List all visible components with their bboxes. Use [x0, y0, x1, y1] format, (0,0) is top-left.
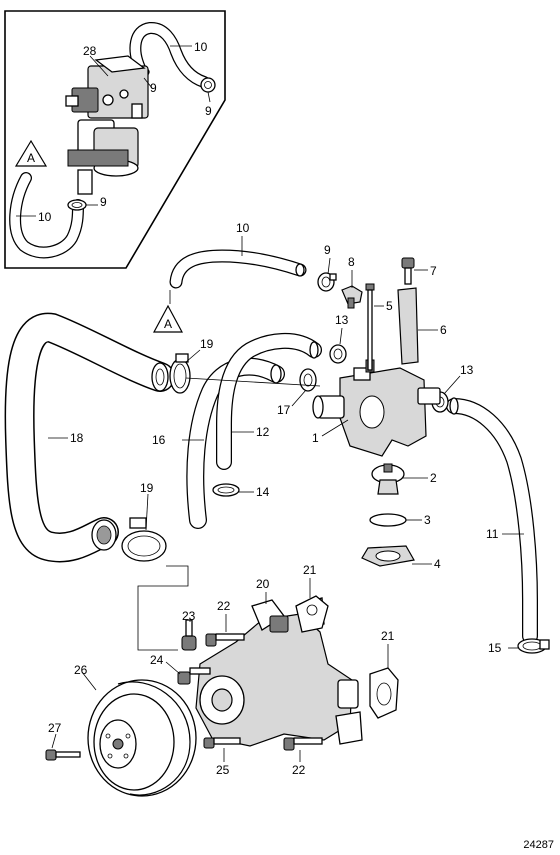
gasket-4 [361, 545, 415, 567]
callout-13-right: 13 [460, 363, 474, 377]
bolt-25 [203, 737, 241, 749]
bolt-27 [45, 749, 81, 761]
sensor-8 [341, 285, 363, 309]
callout-18: 18 [70, 431, 84, 445]
callout-20: 20 [256, 577, 270, 591]
callout-10: 10 [236, 221, 250, 235]
inset-frame [4, 10, 226, 269]
gasket-21-right [369, 667, 399, 719]
callout-26: 26 [74, 663, 88, 677]
callout-9-inset-top: 9 [150, 81, 157, 95]
callout-14: 14 [256, 485, 270, 499]
water-pump-20 [195, 597, 363, 747]
gasket-21-top [295, 595, 329, 633]
thermostat-2 [371, 463, 405, 495]
callout-21-right: 21 [381, 629, 395, 643]
callout-22-bottom: 22 [292, 763, 306, 777]
callout-24: 24 [150, 653, 164, 667]
callout-21-top: 21 [303, 563, 317, 577]
bolt-22-bottom [283, 737, 323, 751]
callout-10-inset-top: 10 [194, 40, 208, 54]
flag-label: A [164, 317, 172, 331]
clamp-19-top [169, 353, 191, 394]
inset-flag-triangle: A [14, 139, 48, 167]
callout-27: 27 [48, 721, 62, 735]
callout-6: 6 [440, 323, 447, 337]
callout-9-inset-bottom: 9 [100, 195, 107, 209]
callout-12: 12 [256, 425, 270, 439]
flag-triangle: A [152, 304, 184, 333]
callout-11: 11 [486, 527, 499, 541]
clamp-13-left [329, 344, 347, 364]
callout-8: 8 [348, 255, 355, 269]
callout-5: 5 [386, 299, 393, 313]
inset-clamp-bottom [67, 199, 87, 211]
bolt-7 [401, 257, 415, 285]
clamp-19-bottom [121, 517, 167, 562]
callout-22-top: 22 [217, 599, 231, 613]
callout-7: 7 [430, 264, 437, 278]
thermostat-housing-1 [312, 359, 441, 457]
plug-24 [177, 667, 211, 685]
callout-4: 4 [434, 557, 441, 571]
inset-clamp-right [200, 77, 216, 93]
callout-2: 2 [430, 471, 437, 485]
callout-17: 17 [277, 403, 291, 417]
clamp-9 [317, 272, 337, 292]
inset-flag-label: A [27, 151, 35, 165]
clamp-17 [299, 368, 317, 392]
callout-10-inset-bottom: 10 [38, 210, 52, 224]
oring-3 [369, 513, 407, 527]
callout-25: 25 [216, 763, 230, 777]
clamp-15 [517, 638, 550, 654]
callout-19-bottom: 19 [140, 481, 154, 495]
callout-9-inset-right: 9 [205, 104, 212, 118]
bolt-22-top [205, 633, 245, 647]
callout-23: 23 [182, 609, 196, 623]
callout-19-top: 19 [200, 337, 214, 351]
figure-id: 24287 [523, 839, 554, 851]
stud-23 [181, 619, 197, 651]
callout-1: 1 [312, 431, 319, 445]
callout-16: 16 [152, 433, 166, 447]
callout-15: 15 [488, 641, 502, 655]
clamp-14 [212, 483, 240, 497]
callout-28: 28 [83, 44, 97, 58]
bolt-5 [365, 283, 375, 371]
bracket-6 [397, 287, 419, 365]
callout-9: 9 [324, 243, 331, 257]
pulley-26 [87, 679, 197, 797]
hose-11 [446, 398, 538, 644]
callout-13-left: 13 [335, 313, 349, 327]
callout-3: 3 [424, 513, 431, 527]
inset-pump-assembly [65, 55, 149, 195]
